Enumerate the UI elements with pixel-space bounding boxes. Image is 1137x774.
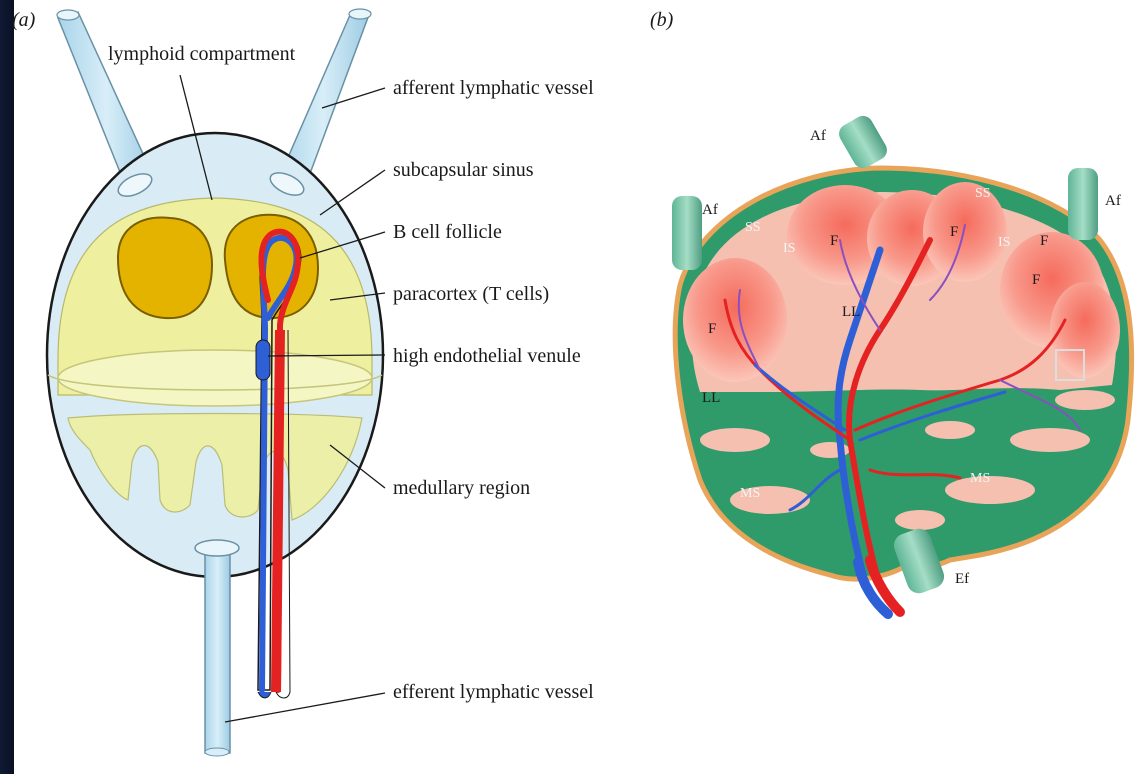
label-f-3: F xyxy=(1040,233,1048,249)
label-b-cell-follicle: B cell follicle xyxy=(393,221,502,243)
label-is-right: IS xyxy=(998,235,1010,250)
label-f-4: F xyxy=(1032,272,1040,288)
label-ss-top: SS xyxy=(975,186,991,201)
label-medullary-region: medullary region xyxy=(393,477,530,499)
label-lymphoid-compartment: lymphoid compartment xyxy=(108,43,296,65)
afferent-vessel-b-left xyxy=(672,196,702,270)
label-afferent-lymphatic-vessel: afferent lymphatic vessel xyxy=(393,77,594,99)
label-af-left: Af xyxy=(702,202,718,218)
label-f-2: F xyxy=(950,224,958,240)
label-efferent-lymphatic-vessel: efferent lymphatic vessel xyxy=(393,681,594,703)
follicle-4 xyxy=(923,182,1007,282)
label-ll-left: LL xyxy=(702,390,720,406)
label-is-left: IS xyxy=(783,241,795,256)
label-subcapsular-sinus: subcapsular sinus xyxy=(393,159,534,181)
label-f-5: F xyxy=(708,321,716,337)
label-ef: Ef xyxy=(955,571,969,587)
label-ll-center: LL xyxy=(842,304,860,320)
label-f-1: F xyxy=(830,233,838,249)
label-ms-left: MS xyxy=(740,486,760,501)
follicle-1 xyxy=(683,258,787,382)
label-ss-left: SS xyxy=(745,220,761,235)
label-paracortex: paracortex (T cells) xyxy=(393,283,549,305)
label-af-right: Af xyxy=(1105,193,1121,209)
b-cell-follicle-right xyxy=(225,215,318,318)
afferent-vessel-b-top xyxy=(835,112,890,172)
afferent-vessel-b-right xyxy=(1068,168,1098,240)
label-high-endothelial-venule: high endothelial venule xyxy=(393,345,581,367)
label-ms-right: MS xyxy=(970,471,990,486)
b-cell-follicle-left xyxy=(118,217,212,318)
panel-a-letter: (a) xyxy=(12,9,36,31)
panel-b-letter: (b) xyxy=(650,9,674,31)
label-af-top: Af xyxy=(810,128,826,144)
